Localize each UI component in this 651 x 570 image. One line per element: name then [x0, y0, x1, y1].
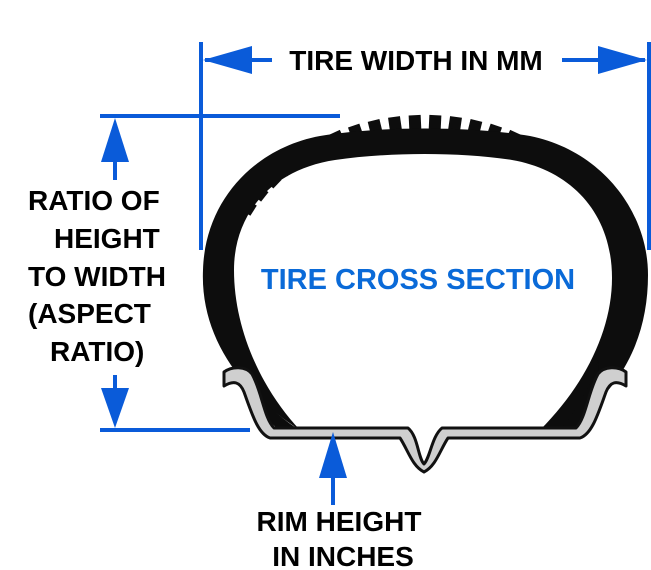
tread-block [408, 114, 422, 130]
aspect-ratio-line-1: RATIO OF [28, 185, 160, 216]
tread-block [448, 116, 462, 132]
width-arrowhead-left [203, 46, 252, 74]
height-arrowhead-top [101, 118, 129, 162]
wheel-rim [222, 366, 628, 474]
tread-block [388, 116, 402, 132]
aspect-ratio-line-2: HEIGHT [54, 223, 160, 254]
dimension-arrowheads [101, 46, 647, 478]
aspect-ratio-line-5: RATIO) [50, 336, 144, 367]
width-arrowhead-right [598, 46, 647, 74]
rim-height-line-2: IN INCHES [272, 541, 414, 570]
aspect-ratio-line-3: TO WIDTH [28, 261, 166, 292]
height-arrowhead-bottom [101, 388, 129, 428]
tire-width-label: TIRE WIDTH IN MM [289, 45, 543, 76]
tire-cross-section-shape [202, 114, 648, 432]
tread-block [428, 114, 442, 130]
cross-section-label: TIRE CROSS SECTION [261, 264, 575, 296]
aspect-ratio-line-4: (ASPECT [28, 298, 151, 329]
rim-height-label: RIM HEIGHT IN INCHES [257, 506, 422, 570]
rim-height-line-1: RIM HEIGHT [257, 506, 422, 537]
rim-arrowhead [319, 432, 347, 478]
aspect-ratio-label: RATIO OF HEIGHT TO WIDTH (ASPECT RATIO) [28, 185, 166, 367]
